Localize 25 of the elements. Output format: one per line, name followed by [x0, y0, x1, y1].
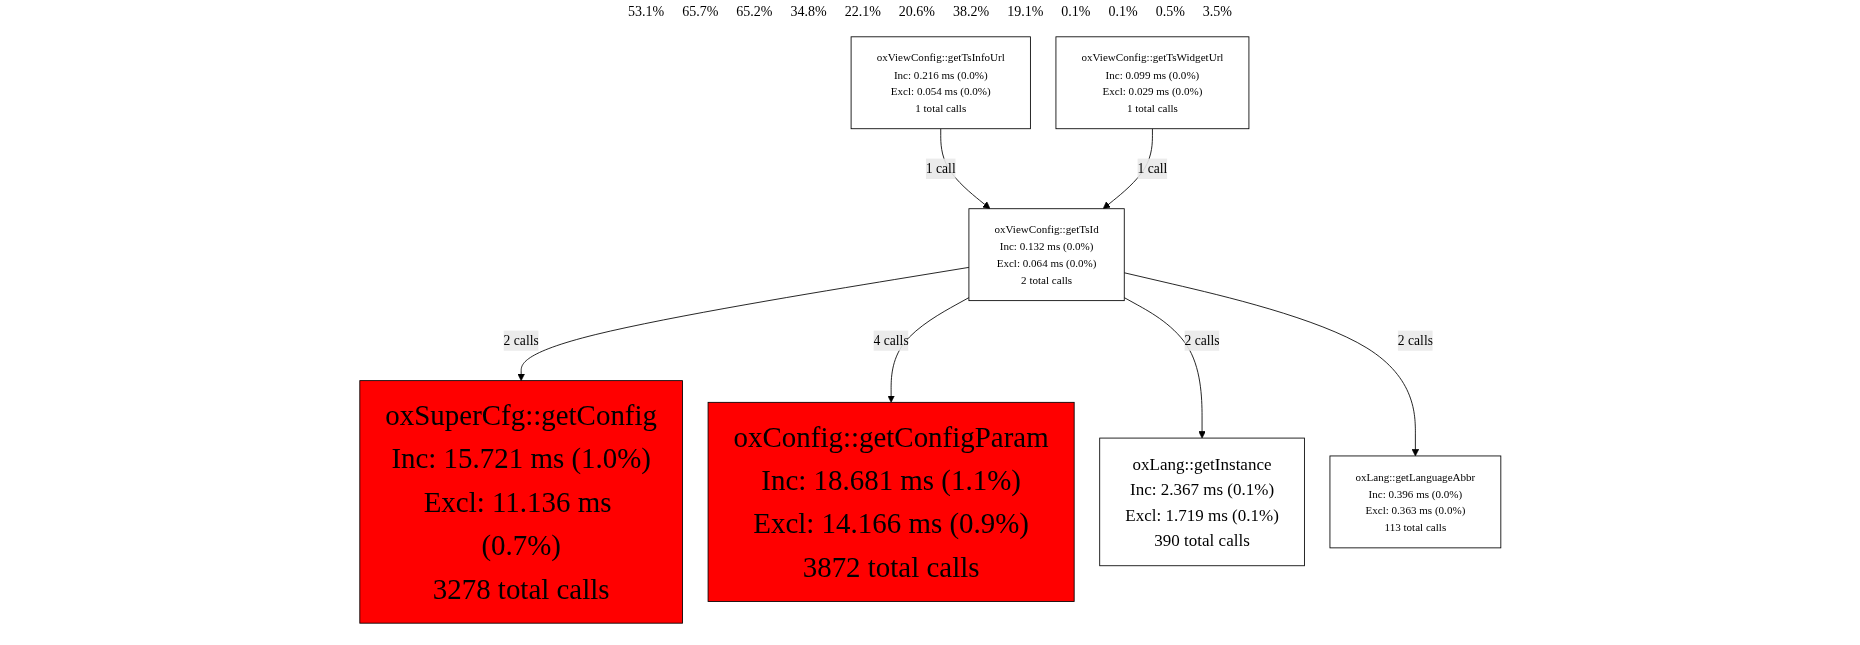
edge-label: 1 call [1137, 161, 1168, 176]
percentage-label: 38.2% [953, 4, 990, 21]
percentage-label: 34.8% [790, 4, 827, 21]
percentage-label: 22.1% [844, 4, 881, 21]
edge-label: 2 calls [1184, 332, 1220, 348]
edge-label: 1 call [925, 161, 956, 176]
node-box: oxViewConfig::getTsWidgetUrl Inc: 0.099 ms (0.0%) Excl: 0.029 ms (0.0%) 1 total calls [1055, 36, 1250, 130]
node-box: oxConfig::getConfigParam Inc: 18.681 ms (1.1%) Excl: 14.166 ms (0.9%) 3872 total calls [707, 401, 1075, 602]
percentage-label: 65.2% [736, 4, 773, 21]
percentage-label: 65.7% [682, 4, 719, 21]
percentage-label: 19.1% [1007, 4, 1044, 21]
percentage-label: 0.1% [1061, 4, 1091, 21]
node-box: oxViewConfig::getTsInfoUrl Inc: 0.216 ms (0.0%) Excl: 0.054 ms (0.0%) 1 total calls [850, 36, 1031, 130]
node-box: oxViewConfig::getTsId Inc: 0.132 ms (0.0%) Excl: 0.064 ms (0.0%) 2 total calls [968, 208, 1125, 302]
percentage-label: 53.1% [627, 4, 665, 21]
node-box: oxSuperCfg::getConfig Inc: 15.721 ms (1.0%) Excl: 11.136 ms (0.7%) 3278 total calls [359, 380, 683, 624]
percentage-label: 0.1% [1108, 4, 1138, 21]
edge-label: 2 calls [503, 332, 539, 348]
percentage-label: 20.6% [898, 4, 935, 21]
percentage-label: 0.5% [1155, 4, 1185, 21]
node-box: oxLang::getLanguageAbbr Inc: 0.396 ms (0.0%) Excl: 0.363 ms (0.0%) 113 total calls [1329, 455, 1501, 549]
percentage-label: 3.5% [1202, 4, 1233, 21]
node-box: oxLang::getInstance Inc: 2.367 ms (0.1%) Excl: 1.719 ms (0.1%) 390 total calls [1098, 437, 1305, 567]
edge-label: 2 calls [1397, 332, 1433, 348]
edge-label: 4 calls [873, 332, 909, 348]
